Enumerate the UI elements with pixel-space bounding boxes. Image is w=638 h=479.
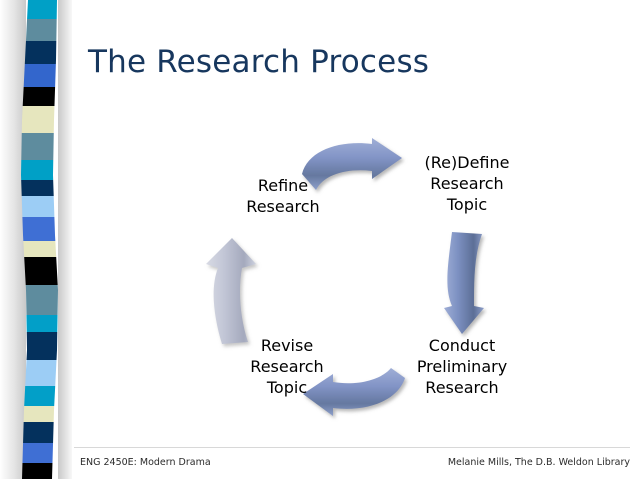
cycle-node-refine-research: Refine Research xyxy=(246,176,320,216)
band-stripe xyxy=(21,332,58,361)
band-stripe xyxy=(21,196,58,218)
left-decorative-band xyxy=(0,0,72,479)
band-stripe xyxy=(21,19,58,41)
band-stripe xyxy=(21,159,58,180)
band-stripe xyxy=(21,406,58,423)
band-stripe xyxy=(21,314,58,333)
footer-course-label: ENG 2450E: Modern Drama xyxy=(80,457,211,468)
band-stripe xyxy=(21,0,58,20)
band-stripe xyxy=(21,87,58,106)
band-stripe xyxy=(21,443,58,464)
band-stripe xyxy=(21,40,58,64)
cycle-node-conduct-preliminary-research: Conduct Preliminary Research xyxy=(416,336,508,397)
band-stripe xyxy=(21,285,58,315)
band-stripe xyxy=(21,422,58,444)
band-stripe xyxy=(21,240,58,258)
band-stripe xyxy=(21,179,58,197)
band-shadow-left xyxy=(0,0,26,479)
band-stripe xyxy=(21,105,58,133)
band-stripe xyxy=(21,217,58,241)
cycle-arrow-top-right-icon xyxy=(302,138,402,190)
band-stripe xyxy=(21,63,58,88)
cycle-arrow-left-up-icon xyxy=(206,238,256,344)
cycle-arrow-bottom-left-icon xyxy=(303,368,405,416)
slide-title: The Research Process xyxy=(88,44,430,80)
footer-author-label: Melanie Mills, The D.B. Weldon Library xyxy=(447,457,630,468)
band-stripe xyxy=(21,132,58,160)
cycle-node-revise-research-topic: Revise Research Topic xyxy=(250,336,324,397)
band-stripe xyxy=(21,385,58,407)
band-shadow-right xyxy=(58,0,72,479)
cycle-diagram: Refine Research (Re)Define Research Topi… xyxy=(170,120,560,440)
band-stripe xyxy=(21,257,58,286)
footer-divider xyxy=(74,447,630,448)
band-stripe-stack xyxy=(21,0,58,479)
cycle-arrow-right-down-icon xyxy=(444,232,484,334)
cycle-node-redefine-research-topic: (Re)Define Research Topic xyxy=(424,153,510,214)
band-stripe xyxy=(21,360,58,386)
band-stripe xyxy=(21,463,58,479)
band-stripe-clip xyxy=(0,0,72,479)
